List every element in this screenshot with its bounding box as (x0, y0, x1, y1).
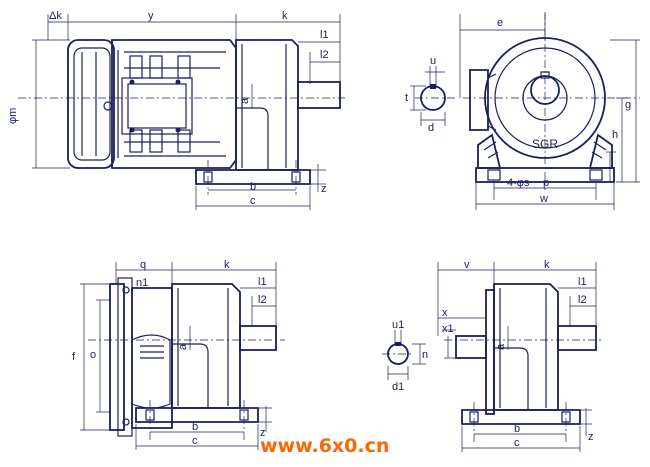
dim-e: e (497, 17, 503, 29)
dim-z-3: z (588, 431, 594, 443)
dim-h: h (612, 129, 618, 141)
dim-q: q (140, 259, 146, 271)
dim-n: n (422, 349, 428, 361)
dim-b-3: b (514, 423, 520, 435)
dim-l1-2: l1 (258, 276, 267, 288)
dim-c-2: c (192, 435, 198, 447)
dim-z: z (321, 183, 327, 195)
dim-o: o (90, 349, 96, 361)
dim-t: t (405, 92, 408, 104)
dim-z-2: z (260, 427, 266, 439)
dim-b-2: b (192, 421, 198, 433)
dim-k-3: k (544, 259, 550, 271)
dim-c-3: c (514, 437, 520, 449)
dim-a: a (239, 97, 251, 104)
dim-y: y (148, 10, 154, 22)
view-end-sgr: SGR e u t d g h p (405, 12, 640, 210)
dim-k: k (282, 10, 288, 22)
dim-l1-3: l1 (578, 276, 587, 288)
dim-u: u (430, 55, 436, 67)
dim-l2-2: l2 (258, 294, 267, 306)
dim-x: x (442, 307, 448, 319)
dim-c: c (250, 195, 256, 207)
dim-a-2: a (177, 343, 189, 350)
dim-x1: x1 (442, 323, 454, 335)
dim-g: g (625, 99, 631, 111)
dim-v: v (464, 259, 470, 271)
dim-4-phi-s: 4-φs (507, 177, 530, 189)
dim-d1: d1 (392, 381, 404, 393)
dim-a-3: a (495, 343, 507, 350)
watermark: www.6x0.cn (260, 435, 389, 457)
dim-p: p (543, 177, 549, 189)
dim-delta-k: Δk (49, 10, 62, 22)
dim-k-2: k (224, 259, 230, 271)
dim-w: w (539, 193, 548, 205)
view-flange-motor: q k l1 l2 n1 f o a b c z (72, 259, 285, 450)
nameplate-sgr: SGR (532, 137, 558, 151)
dim-phi-m: φm (7, 108, 19, 124)
dim-d: d (428, 122, 434, 134)
view-side-motor: Δk y k l1 l2 φm a b c z (7, 10, 345, 210)
dim-n1: n1 (136, 277, 148, 289)
dim-u1: u1 (392, 319, 404, 331)
dim-l1: l1 (320, 29, 329, 41)
dim-l2: l2 (320, 49, 329, 61)
dim-l2-3: l2 (578, 294, 587, 306)
view-input-shaft: v k l1 l2 x x1 u1 n d1 a b c z (382, 259, 604, 452)
dim-f: f (72, 351, 76, 363)
dim-b: b (250, 181, 256, 193)
